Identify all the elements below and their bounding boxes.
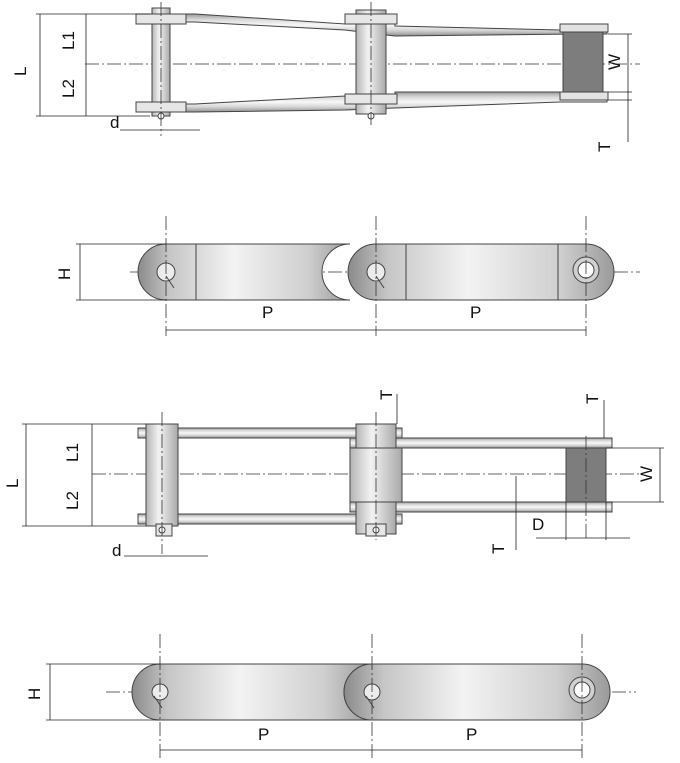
right-plate-top (559, 23, 609, 33)
side-plate-right (343, 663, 611, 721)
dim-label-D: D (532, 515, 544, 534)
dim-label-d: d (110, 113, 119, 132)
straight-side-view: H P P (25, 634, 636, 758)
dim-label-P-left: P (262, 303, 273, 322)
offset-top-view: L L1 L2 d W T (11, 2, 640, 152)
side-plate-left (137, 243, 351, 301)
right-bushing (562, 29, 604, 97)
dim-label-T-top-mid: T (377, 390, 396, 400)
dim-label-L2: L2 (59, 79, 78, 98)
dim-label-H: H (25, 688, 44, 700)
dim-label-L1: L1 (63, 443, 82, 462)
dim-label-P-right: P (466, 725, 477, 744)
right-plate-bottom (559, 91, 609, 101)
dim-label-L1: L1 (59, 31, 78, 50)
dim-label-P-right: P (470, 303, 481, 322)
straight-top-view: L L1 L2 d T T W T D (3, 390, 664, 560)
dim-label-L: L (3, 479, 22, 488)
dim-label-d: d (112, 541, 121, 560)
offset-side-view: H P P (55, 216, 640, 336)
dim-label-H: H (55, 268, 74, 280)
inner-plate-bottom (349, 501, 613, 513)
inner-plate-top (349, 437, 613, 449)
dim-label-W: W (637, 466, 656, 482)
outer-plate-top (137, 427, 403, 439)
dim-label-L: L (11, 67, 30, 76)
dim-label-P-left: P (258, 725, 269, 744)
dim-label-L2: L2 (63, 491, 82, 510)
dim-label-T-bottom: T (489, 544, 508, 554)
outer-plate-bottom (137, 513, 403, 525)
dim-label-T-top-right: T (583, 394, 602, 404)
dim-label-T: T (595, 142, 614, 152)
dim-label-W: W (605, 54, 624, 70)
